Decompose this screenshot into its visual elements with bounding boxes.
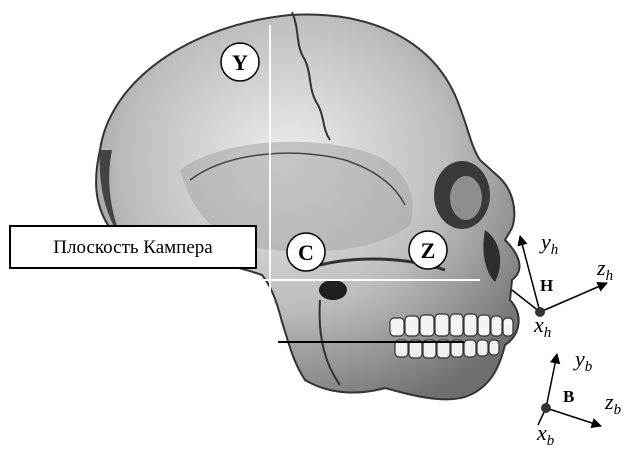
frame-h-y-axis [520, 236, 540, 312]
upper-teeth [390, 314, 513, 336]
frame-b-origin [541, 403, 551, 413]
marker-y: Y [221, 43, 259, 81]
frame-h: H yh zh xh [512, 229, 613, 341]
frame-b-x-label: xb [536, 420, 555, 449]
orbit-inner [450, 176, 482, 220]
frame-b-y-axis [546, 354, 557, 408]
camper-plane-label: Плоскость Кампера [53, 237, 213, 258]
marker-y-label: Y [232, 50, 248, 75]
frame-b-z-label: zb [604, 389, 622, 418]
frame-h-y-label: yh [539, 229, 558, 258]
frame-b-z-axis [546, 408, 601, 426]
marker-z: Z [409, 231, 447, 269]
marker-c-label: C [298, 240, 314, 265]
frame-h-z-label: zh [596, 255, 613, 284]
frame-b-y-label: yb [573, 346, 593, 375]
frame-b-point-label: B [563, 387, 574, 406]
marker-z-label: Z [421, 238, 436, 263]
frame-h-point-label: H [540, 276, 553, 295]
marker-c: C [287, 233, 325, 271]
frame-h-x-label: xh [533, 312, 551, 341]
frame-b: B yb zb xb [536, 346, 622, 449]
ear-canal [319, 280, 347, 300]
